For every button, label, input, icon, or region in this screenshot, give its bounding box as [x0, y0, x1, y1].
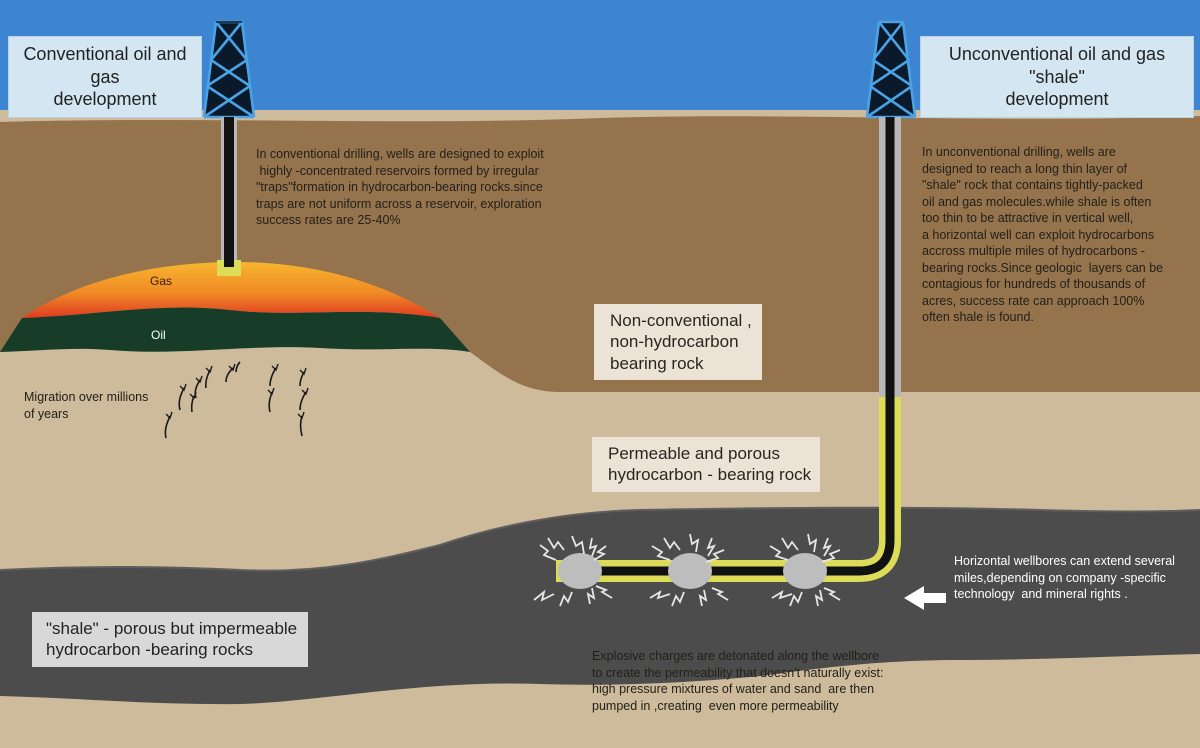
permeable-line1: Permeable and porous	[608, 444, 781, 463]
gas-label: Gas	[150, 274, 173, 288]
conventional-paragraph-line: "traps"formation in hydrocarbon-bearing …	[256, 180, 543, 194]
conventional-paragraph-line: highly -concentrated reservoirs formed b…	[256, 163, 539, 178]
fracture-zone	[558, 553, 827, 589]
fracture-zones	[533, 533, 841, 607]
unconventional-paragraph-line: oil and gas molecules.while shale is oft…	[922, 194, 1152, 209]
permeable-line2: hydrocarbon - bearing rock	[608, 465, 812, 485]
conventional-title-box: Conventional oil and gas development	[8, 36, 202, 118]
unconventional-title-box: Unconventional oil and gas "shale" devel…	[920, 36, 1194, 118]
unconventional-paragraph-line: often shale is found.	[922, 310, 1034, 324]
migration-line2: of years	[24, 406, 69, 421]
migration-label: Migration over millions of years	[24, 389, 148, 422]
unconventional-paragraph-line: In unconventional drilling, wells are	[922, 145, 1116, 159]
migration-arrows	[164, 361, 309, 439]
unconventional-paragraph-line: too thin to be attractive in vertical we…	[922, 211, 1134, 225]
unconventional-paragraph-line: "shale" rock that contains tightly-packe…	[922, 178, 1143, 192]
shale-line2: hydrocarbon -bearing rocks	[46, 640, 253, 660]
unconventional-paragraph-line: designed to reach a long thin layer of	[922, 161, 1127, 176]
conventional-paragraph: In conventional drilling, wells are desi…	[256, 146, 596, 229]
unconventional-paragraph-line: bearing rocks.Since geologic layers can …	[922, 260, 1164, 275]
conventional-title-line1: Conventional oil and gas	[23, 44, 187, 87]
nonconv-line1: Non-conventional ,	[610, 311, 752, 330]
conventional-title-line2: development	[53, 89, 157, 109]
unconventional-paragraph-line: acres, success rate can approach 100%	[922, 293, 1145, 308]
unconventional-paragraph: In unconventional drilling, wells are des…	[922, 144, 1194, 326]
horizontal-paragraph-line: Horizontal wellbores can extend several	[954, 554, 1175, 568]
fracture-sparks	[533, 533, 841, 607]
explosive-paragraph-line: pumped in ,creating even more permeabili…	[592, 698, 839, 713]
horizontal-paragraph-line: miles,depending on company -specific	[954, 570, 1166, 585]
unconventional-title-line2: development	[1005, 89, 1109, 109]
nonconv-line3: bearing rock	[610, 353, 704, 373]
explosive-paragraph-line: Explosive charges are detonated along th…	[592, 649, 879, 663]
conventional-derrick	[202, 20, 256, 119]
white-arrow	[904, 586, 946, 610]
explosive-paragraph-line: to create the permeability that doesn't …	[592, 665, 884, 680]
conventional-paragraph-line: traps are not uniform across a reservoir…	[256, 196, 542, 211]
explosive-paragraph-line: high pressure mixtures of water and sand…	[592, 682, 875, 696]
permeable-rock-box: Permeable and porous hydrocarbon - beari…	[592, 437, 820, 492]
horizontal-paragraph-line: technology and mineral rights .	[954, 587, 1128, 601]
horizontal-wellbore-paragraph: Horizontal wellbores can extend several m…	[954, 553, 1194, 603]
migration-line1: Migration over millions	[24, 390, 149, 404]
oil-layer	[0, 307, 470, 352]
conventional-paragraph-line: success rates are 25-40%	[256, 213, 401, 227]
unconventional-title-line1: Unconventional oil and gas "shale"	[948, 44, 1166, 87]
unconventional-paragraph-line: contagious for hundreds of thousands of	[922, 277, 1146, 291]
shale-line1: "shale" - porous but impermeable	[46, 619, 298, 638]
gas-cap	[22, 262, 440, 318]
unconventional-paragraph-line: accross multiple miles of hydrocarbons -	[922, 244, 1145, 258]
explosive-charges-paragraph: Explosive charges are detonated along th…	[592, 648, 932, 714]
unconventional-well-pipe	[560, 117, 895, 576]
unconventional-paragraph-line: a horizontal well can exploit hydrocarbo…	[922, 227, 1155, 242]
unconventional-derrick	[865, 20, 917, 119]
conventional-paragraph-line: In conventional drilling, wells are desi…	[256, 147, 544, 161]
conventional-well-tip	[217, 260, 241, 276]
oil-label: Oil	[151, 328, 166, 342]
non-conventional-rock-box: Non-conventional , non-hydrocarbon beari…	[594, 304, 762, 380]
nonconv-line2: non-hydrocarbon	[610, 332, 739, 352]
shale-top-edge	[0, 506, 1200, 572]
shale-rock-box: "shale" - porous but impermeable hydroca…	[32, 612, 308, 667]
